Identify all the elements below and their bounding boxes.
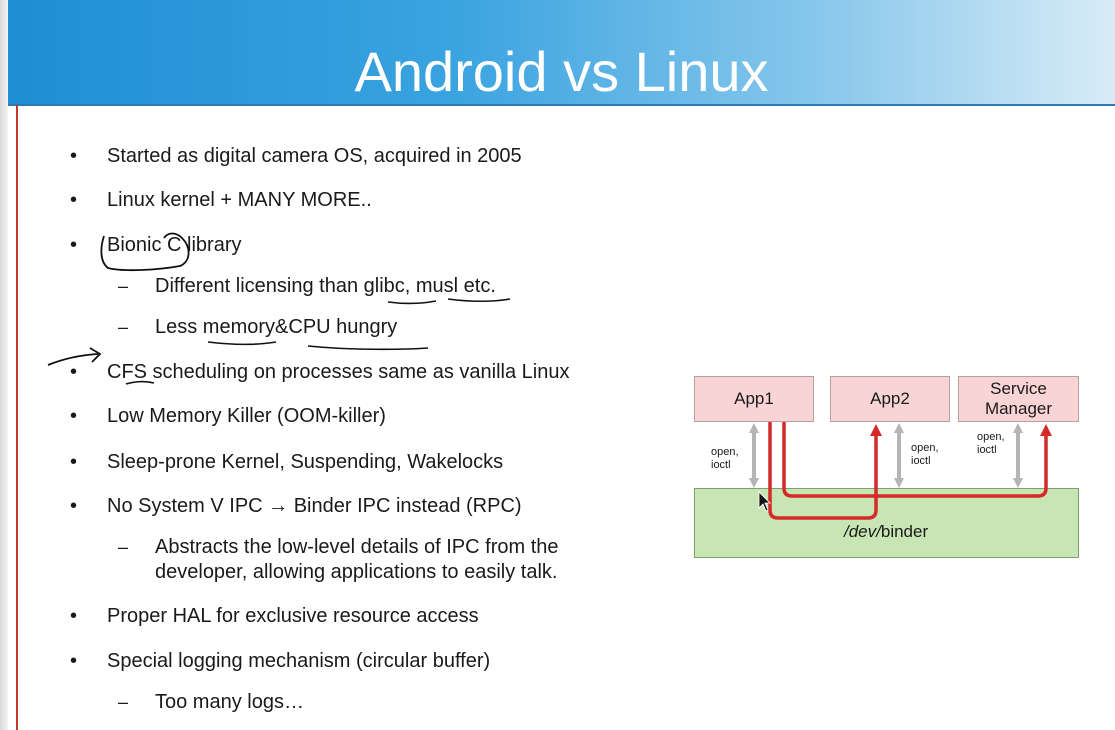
slide-left-border <box>16 105 18 730</box>
service-manager-box: Service Manager <box>958 376 1079 422</box>
syscall-label: open, ioctl <box>911 442 939 467</box>
slide-title: Android vs Linux <box>354 40 769 103</box>
bullet-dot: • <box>70 605 78 627</box>
bullet-text: Sleep-prone Kernel, Suspending, Wakelock… <box>107 451 504 473</box>
title-bar <box>8 0 1115 106</box>
bullet-text: No System V IPC → Binder IPC instead (RP… <box>107 495 522 517</box>
sub-bullet-dash: – <box>118 537 129 557</box>
bullet-text: Low Memory Killer (OOM-killer) <box>107 405 386 427</box>
ink-underline-musl <box>447 298 511 303</box>
sub-bullet-text: Too many logs… <box>155 691 304 713</box>
bullet-dot: • <box>70 361 78 383</box>
ink-underline-cpu-hungry <box>307 345 429 351</box>
sub-bullet-dash: – <box>118 692 129 712</box>
bullet-dot: • <box>70 145 78 167</box>
bullet-dot: • <box>70 234 78 256</box>
bullet-text: Started as digital camera OS, acquired i… <box>107 145 522 167</box>
sub-bullet-dash: – <box>118 317 129 337</box>
binder-label: /dev/binder <box>844 522 929 541</box>
syscall-label: open, ioctl <box>711 446 739 471</box>
sub-bullet-text: developer, allowing applications to easi… <box>155 561 558 583</box>
window-edge <box>0 0 8 730</box>
ink-underline-memory <box>207 341 277 346</box>
ink-underline-glibc <box>387 300 437 305</box>
binder-driver-box <box>694 488 1079 558</box>
bullet-text: Linux kernel + MANY MORE.. <box>107 189 372 211</box>
bullet-dot: • <box>70 189 78 211</box>
bullet-dot: • <box>70 650 78 672</box>
sub-bullet-text: Less memory&CPU hungry <box>155 316 398 338</box>
app1-box: App1 <box>694 376 814 422</box>
app2-box: App2 <box>830 376 950 422</box>
slide: Android vs Linux • Started as digital ca… <box>8 0 1115 730</box>
bullet-text: Special logging mechanism (circular buff… <box>107 650 491 672</box>
title-bar-border <box>8 104 1115 106</box>
sub-bullet-dash: – <box>118 276 129 296</box>
bullet-dot: • <box>70 495 78 517</box>
bullet-text: Bionic C library <box>107 234 242 256</box>
sub-bullet-text: Abstracts the low-level details of IPC f… <box>155 536 559 558</box>
bullet-dot: • <box>70 405 78 427</box>
ink-arrowhead-icon <box>89 347 102 363</box>
sub-bullet-text: Different licensing than glibc, musl etc… <box>155 275 496 297</box>
bullet-dot: • <box>70 451 78 473</box>
bullet-text: Proper HAL for exclusive resource access <box>107 605 479 627</box>
syscall-label: open, ioctl <box>977 431 1005 456</box>
bullet-text: CFS scheduling on processes same as vani… <box>107 361 570 383</box>
